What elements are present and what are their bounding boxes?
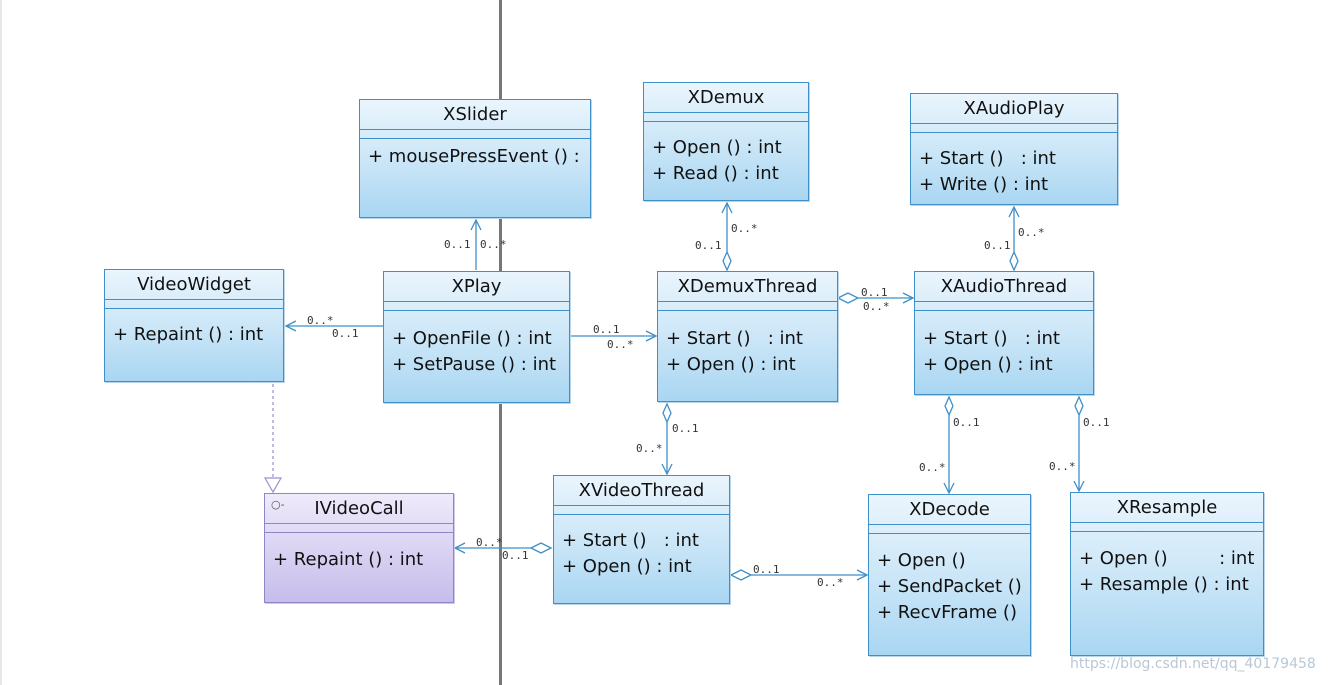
multiplicity-label: 0..1 (953, 416, 980, 429)
class-name: XPlay (384, 272, 569, 302)
aggregation-diamond-xdemuxthread-bottom (662, 402, 672, 424)
operation: + Open () : int (666, 354, 796, 375)
multiplicity-label: 0..* (480, 238, 507, 251)
operation: + Resample () : int (1079, 574, 1249, 595)
class-xdecode[interactable]: XDecode + Open () + SendPacket () + Recv… (868, 494, 1031, 656)
operations-list: + Open () + SendPacket () + RecvFrame () (869, 548, 1030, 626)
class-name: XDemuxThread (658, 272, 837, 302)
operation: + OpenFile () : int (392, 328, 552, 349)
multiplicity-label: 0..1 (672, 422, 699, 435)
operations-list: + mousePressEvent () : (360, 144, 590, 170)
multiplicity-label: 0..* (863, 300, 890, 313)
class-videowidget[interactable]: VideoWidget + Repaint () : int (104, 269, 284, 382)
compartment-divider (105, 308, 283, 309)
class-name: VideoWidget (105, 270, 283, 300)
operation: + Repaint () : int (273, 549, 424, 570)
class-name: XVideoThread (554, 476, 729, 506)
interface-marker-icon: ○- (271, 498, 285, 511)
multiplicity-label: 0..1 (444, 238, 471, 251)
watermark: https://blog.csdn.net/qq_40179458 (1070, 656, 1316, 672)
compartment-divider (360, 138, 590, 139)
operation: + RecvFrame () (877, 602, 1017, 623)
multiplicity-label: 0..1 (593, 323, 620, 336)
multiplicity-label: 0..* (1018, 226, 1045, 239)
operations-list: + Start () : int + Open () : int (915, 326, 1093, 378)
operations-list: + Start () : int + Open () : int (658, 326, 837, 378)
operations-list: + Repaint () : int (105, 322, 283, 348)
multiplicity-label: 0..1 (1083, 416, 1110, 429)
aggregation-diamond-xvideothread-left (529, 542, 553, 554)
multiplicity-label: 0..1 (861, 286, 888, 299)
operations-list: + Start () : int + Write () : int (911, 146, 1117, 198)
class-xdemuxthread[interactable]: XDemuxThread + Start () : int + Open () … (657, 271, 838, 402)
class-xresample[interactable]: XResample + Open () : int + Resample () … (1070, 492, 1264, 656)
multiplicity-label: 0..* (1049, 460, 1076, 473)
compartment-divider (265, 532, 453, 533)
class-name: XAudioPlay (911, 94, 1117, 124)
operation: + Open () : int (1079, 548, 1255, 569)
operation: + Read () : int (652, 163, 779, 184)
class-xaudiothread[interactable]: XAudioThread + Start () : int + Open () … (914, 271, 1094, 395)
operations-list: + Repaint () : int (265, 547, 453, 573)
multiplicity-label: 0..* (607, 338, 634, 351)
operations-list: + Open () : int + Read () : int (644, 135, 808, 187)
class-xslider[interactable]: XSlider + mousePressEvent () : (359, 99, 591, 218)
aggregation-diamond-xdemuxthread-top (722, 250, 732, 272)
operation: + Open () (877, 550, 966, 571)
realization-triangle (263, 477, 283, 494)
multiplicity-label: 0..1 (753, 563, 780, 576)
multiplicity-label: 0..* (636, 442, 663, 455)
operation: + SetPause () : int (392, 354, 557, 375)
multiplicity-label: 0..* (307, 314, 334, 327)
operations-list: + OpenFile () : int + SetPause () : int (384, 326, 569, 378)
class-name: XDecode (869, 495, 1030, 525)
operation: + mousePressEvent () : (368, 146, 580, 167)
multiplicity-label: 0..* (817, 576, 844, 589)
operation: + Open () : int (652, 137, 782, 158)
multiplicity-label: 0..1 (502, 549, 529, 562)
operation: + Start () : int (562, 530, 699, 551)
multiplicity-label: 0..1 (695, 239, 722, 252)
class-xvideothread[interactable]: XVideoThread + Start () : int + Open () … (553, 475, 730, 604)
multiplicity-label: 0..* (919, 461, 946, 474)
class-xaudioplay[interactable]: XAudioPlay + Start () : int + Write () :… (910, 93, 1118, 205)
aggregation-diamond-xaudiothread-left (944, 395, 954, 417)
aggregation-diamond-xvideothread-right (729, 569, 753, 581)
operation: + Start () : int (666, 328, 803, 349)
class-xplay[interactable]: XPlay + OpenFile () : int + SetPause () … (383, 271, 570, 403)
multiplicity-label: 0..1 (332, 327, 359, 340)
operation: + Start () : int (923, 328, 1060, 349)
compartment-divider (644, 121, 808, 122)
multiplicity-label: 0..* (476, 536, 503, 549)
compartment-divider (1071, 531, 1263, 532)
compartment-divider (869, 533, 1030, 534)
aggregation-diamond-xaudiothread-right (1074, 395, 1084, 417)
interface-ivideocall[interactable]: ○- IVideoCall + Repaint () : int (264, 493, 454, 603)
operations-list: + Open () : int + Resample () : int (1071, 546, 1263, 598)
class-xdemux[interactable]: XDemux + Open () : int + Read () : int (643, 82, 809, 201)
aggregation-diamond-xaudiothread-top (1009, 250, 1019, 272)
multiplicity-label: 0..* (731, 222, 758, 235)
operation: + Start () : int (919, 148, 1056, 169)
window-left-edge (0, 0, 2, 685)
compartment-divider (911, 132, 1117, 133)
compartment-divider (554, 514, 729, 515)
operation: + Repaint () : int (113, 324, 264, 345)
class-name: XSlider (360, 100, 590, 130)
class-name: XResample (1071, 493, 1263, 523)
class-name: IVideoCall (265, 494, 453, 524)
operation: + Open () : int (923, 354, 1053, 375)
compartment-divider (384, 310, 569, 311)
class-name: XDemux (644, 83, 808, 113)
operation: + Write () : int (919, 174, 1049, 195)
aggregation-diamond-xdemuxthread-right (836, 292, 860, 304)
operations-list: + Start () : int + Open () : int (554, 528, 729, 580)
compartment-divider (915, 310, 1093, 311)
class-name: XAudioThread (915, 272, 1093, 302)
compartment-divider (658, 310, 837, 311)
multiplicity-label: 0..1 (984, 239, 1011, 252)
operation: + Open () : int (562, 556, 692, 577)
operation: + SendPacket () (877, 576, 1022, 597)
